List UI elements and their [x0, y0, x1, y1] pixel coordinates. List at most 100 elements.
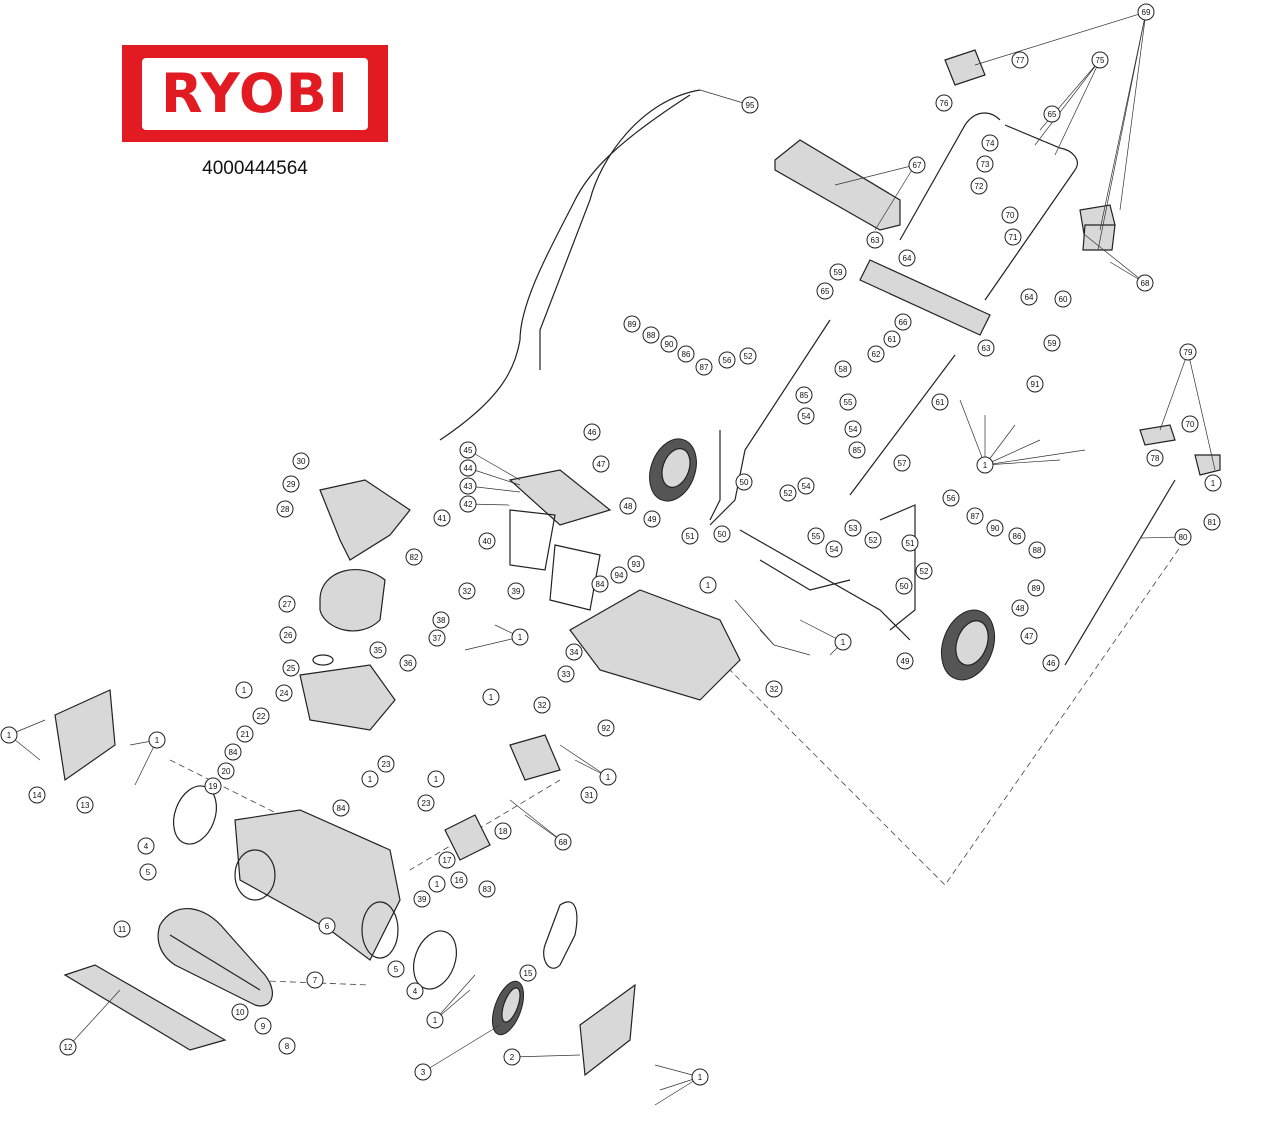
callout-circle: [332, 799, 350, 817]
callout-circle: [1004, 228, 1022, 246]
callout-circle: [977, 339, 995, 357]
callout-5: 5: [387, 960, 405, 978]
callout-number: 13: [81, 801, 90, 810]
callout-4: 4: [406, 982, 424, 1000]
callout-circle: [1042, 654, 1060, 672]
callout-circle: [1054, 290, 1072, 308]
rear-housing-34: [569, 589, 741, 701]
callout-88: 88: [642, 326, 660, 344]
callout-74: 74: [981, 134, 999, 152]
callout-number: 72: [975, 182, 984, 191]
callout-71: 71: [1004, 228, 1022, 246]
callout-circle: [807, 527, 825, 545]
callout-number: 1: [368, 775, 373, 784]
callout-55: 55: [839, 393, 857, 411]
callout-52: 52: [864, 531, 882, 549]
callout-67: 67: [908, 156, 926, 174]
callout-6: 6: [318, 917, 336, 935]
callout-32: 32: [458, 582, 476, 600]
wheel-3: [491, 980, 525, 1036]
callout-63: 63: [977, 339, 995, 357]
callout-circle: [137, 837, 155, 855]
callout-number: 95: [746, 101, 755, 110]
callout-circle: [113, 920, 131, 938]
callout-circle: [981, 134, 999, 152]
callout-circle: [1137, 3, 1155, 21]
callout-70: 70: [1001, 206, 1019, 224]
callout-circle: [797, 407, 815, 425]
callout-number: 36: [404, 659, 413, 668]
callout-number: 52: [744, 352, 753, 361]
callout-circle: [898, 249, 916, 267]
callout-number: 63: [982, 344, 991, 353]
callout-94: 94: [610, 566, 628, 584]
callout-circle: [414, 1063, 432, 1081]
callout-1: 1: [361, 770, 379, 788]
callout-circle: [224, 743, 242, 761]
callout-number: 39: [512, 587, 521, 596]
callout-number: 84: [596, 580, 605, 589]
callout-number: 45: [464, 446, 473, 455]
callout-circle: [834, 633, 852, 651]
callout-number: 20: [222, 767, 231, 776]
callout-number: 15: [524, 969, 533, 978]
callout-number: 14: [33, 791, 42, 800]
callout-circle: [597, 719, 615, 737]
callout-90: 90: [660, 335, 678, 353]
callout-circle: [458, 582, 476, 600]
auxiliary-handle-80: [1064, 424, 1221, 666]
callout-1: 1: [427, 770, 445, 788]
callout-circle: [377, 755, 395, 773]
cable-95: [439, 94, 691, 441]
callout-1: 1: [699, 576, 717, 594]
callout-number: 1: [155, 736, 160, 745]
callout-number: 81: [1208, 518, 1217, 527]
callout-84: 84: [224, 743, 242, 761]
callout-68: 68: [554, 833, 572, 851]
callout-number: 10: [236, 1008, 245, 1017]
callout-52: 52: [915, 562, 933, 580]
callout-circle: [1011, 51, 1029, 69]
callout-number: 1: [7, 731, 12, 740]
callout-number: 79: [1184, 348, 1193, 357]
callout-number: 54: [830, 545, 839, 554]
callout-number: 39: [418, 895, 427, 904]
callout-number: 55: [812, 532, 821, 541]
callout-number: 21: [241, 730, 250, 739]
callout-78: 78: [1146, 449, 1164, 467]
callout-circle: [428, 629, 446, 647]
callout-number: 17: [443, 856, 452, 865]
callout-number: 33: [562, 670, 571, 679]
callout-number: 18: [499, 827, 508, 836]
callout-number: 3: [421, 1068, 426, 1077]
callout-circle: [511, 628, 529, 646]
callout-number: 7: [313, 976, 318, 985]
callout-number: 70: [1186, 420, 1195, 429]
callout-circle: [406, 982, 424, 1000]
callout-number: 89: [628, 320, 637, 329]
callout-90: 90: [986, 519, 1004, 537]
callout-46: 46: [1042, 654, 1060, 672]
callout-number: 8: [285, 1042, 290, 1051]
callout-circle: [432, 611, 450, 629]
callout-circle: [1043, 334, 1061, 352]
callout-circle: [519, 964, 537, 982]
callout-41: 41: [433, 509, 451, 527]
callout-circle: [235, 681, 253, 699]
callout-number: 58: [839, 365, 848, 374]
callout-number: 70: [1006, 211, 1015, 220]
callout-circle: [677, 345, 695, 363]
callout-11: 11: [113, 920, 131, 938]
callout-24: 24: [275, 684, 293, 702]
callout-number: 30: [297, 457, 306, 466]
callout-number: 85: [853, 446, 862, 455]
callout-circle: [1136, 274, 1154, 292]
callout-1: 1: [0, 726, 18, 744]
callout-number: 89: [1032, 584, 1041, 593]
callout-53: 53: [844, 519, 862, 537]
callout-number: 55: [844, 398, 853, 407]
callout-48: 48: [619, 497, 637, 515]
callout-22: 22: [252, 707, 270, 725]
callout-62: 62: [867, 345, 885, 363]
